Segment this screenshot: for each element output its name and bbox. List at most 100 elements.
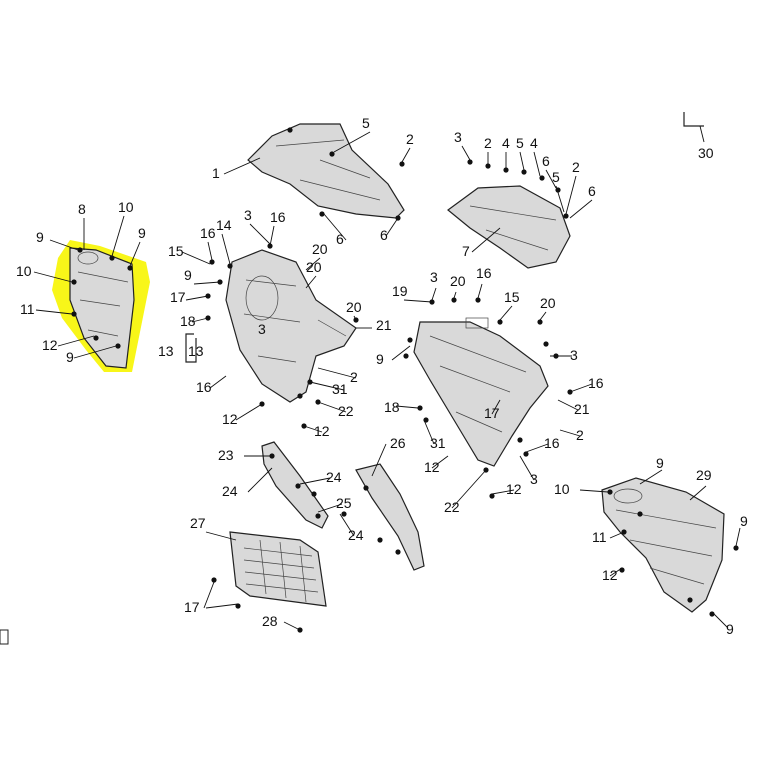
callout-label: 9 xyxy=(740,513,748,529)
callout-label: 18 xyxy=(384,399,400,415)
callout-label: 3 xyxy=(454,129,462,145)
callout-label: 17 xyxy=(184,599,200,615)
fastener-dot xyxy=(497,319,503,325)
fastener-dot xyxy=(211,577,217,583)
fastener-dot xyxy=(269,453,275,459)
fastener-dot xyxy=(451,297,457,303)
callout-label: 16 xyxy=(476,265,492,281)
leader-line xyxy=(609,567,623,577)
leader-line xyxy=(235,403,263,421)
fastener-dot xyxy=(485,163,491,169)
leader-line xyxy=(545,169,557,189)
callout-label: 21 xyxy=(574,401,590,417)
leader-line xyxy=(639,469,663,485)
fastener-dot xyxy=(329,151,335,157)
leader-line xyxy=(735,527,741,547)
trim-strip-23[interactable] xyxy=(261,441,329,529)
fastener-dot xyxy=(77,247,83,253)
leader-line xyxy=(557,399,579,411)
callout-label: 6 xyxy=(542,153,550,169)
fastener-dot xyxy=(537,319,543,325)
leader-line xyxy=(699,125,705,143)
center-frame-assembly[interactable] xyxy=(413,321,549,467)
callout-label: 9 xyxy=(138,225,146,241)
fastener-dot xyxy=(109,255,115,261)
callout-label: 2 xyxy=(406,131,414,147)
fastener-dot xyxy=(403,353,409,359)
leader-line xyxy=(371,443,387,477)
callout-label: 12 xyxy=(314,423,330,439)
left-frame-opening xyxy=(245,275,279,321)
leader-line xyxy=(223,157,261,175)
right-side-panel-29[interactable] xyxy=(601,477,725,613)
callout-label: 20 xyxy=(450,273,466,289)
leader-line xyxy=(569,199,593,219)
fastener-dot xyxy=(235,603,241,609)
leader-line xyxy=(401,147,411,163)
fastener-dot xyxy=(311,491,317,497)
callout-label: 27 xyxy=(190,515,206,531)
leader-line xyxy=(451,469,487,509)
callout-label: 10 xyxy=(16,263,32,279)
callout-labels: 8 9 10 9 10 11 12 9 1 5 2 6 6 3 2 4 5 4 … xyxy=(16,115,748,637)
trim-strip-26[interactable] xyxy=(355,463,425,571)
fastener-dot xyxy=(475,297,481,303)
callout-label: 31 xyxy=(332,381,348,397)
callout-label: 21 xyxy=(376,317,392,333)
fastener-dot xyxy=(71,279,77,285)
leader-line xyxy=(423,419,435,445)
callout-label: 15 xyxy=(168,243,184,259)
left-frame-assembly[interactable] xyxy=(225,249,357,403)
upper-front-cover[interactable] xyxy=(247,123,405,219)
callout-label: 9 xyxy=(726,621,734,637)
callout-label: 16 xyxy=(588,375,604,391)
callout-label: 2 xyxy=(576,427,584,443)
leader-line xyxy=(339,513,355,537)
fasteners xyxy=(71,127,739,633)
callout-label: 9 xyxy=(66,349,74,365)
leader-line xyxy=(711,611,729,629)
part-30-fragment xyxy=(683,112,704,127)
leader-line xyxy=(193,281,221,285)
right-panel-ribs xyxy=(615,509,717,585)
leader-line xyxy=(57,335,95,347)
upper-cover-lines xyxy=(275,139,381,201)
callout-label: 17 xyxy=(484,405,500,421)
fastener-dot xyxy=(503,167,509,173)
panel-boss xyxy=(77,251,99,265)
callout-label: 3 xyxy=(530,471,538,487)
callout-label: 2 xyxy=(484,135,492,151)
right-panel-body xyxy=(601,477,725,613)
grille-27[interactable] xyxy=(229,531,327,607)
fastener-dot xyxy=(523,451,529,457)
leader-line xyxy=(519,455,535,481)
callout-label: 11 xyxy=(20,301,35,317)
callout-label: 20 xyxy=(346,299,362,315)
leader-line xyxy=(303,425,323,433)
callout-label: 16 xyxy=(270,209,286,225)
leader-line xyxy=(579,489,609,493)
fastener-dot xyxy=(399,161,405,167)
leader-line xyxy=(35,309,73,315)
leader-line xyxy=(283,621,301,631)
leader-line xyxy=(249,223,271,245)
panel-ribs xyxy=(77,271,129,337)
fastener-dot xyxy=(467,159,473,165)
callout-label: 24 xyxy=(348,527,364,543)
leader-line xyxy=(519,151,525,171)
bracket-13[interactable] xyxy=(185,333,197,363)
fastener-dot xyxy=(607,489,613,495)
leader-line xyxy=(539,311,547,321)
callout-label: 19 xyxy=(392,283,408,299)
fastener-dot xyxy=(127,265,133,271)
leader-line xyxy=(305,275,317,289)
fastener-dot xyxy=(315,513,321,519)
fastener-dot xyxy=(377,537,383,543)
leader-lines xyxy=(33,125,741,631)
leader-line xyxy=(305,257,321,271)
fastener-dot xyxy=(417,405,423,411)
leader-line xyxy=(317,401,347,413)
fastener-dot xyxy=(489,493,495,499)
leader-line xyxy=(269,225,275,247)
